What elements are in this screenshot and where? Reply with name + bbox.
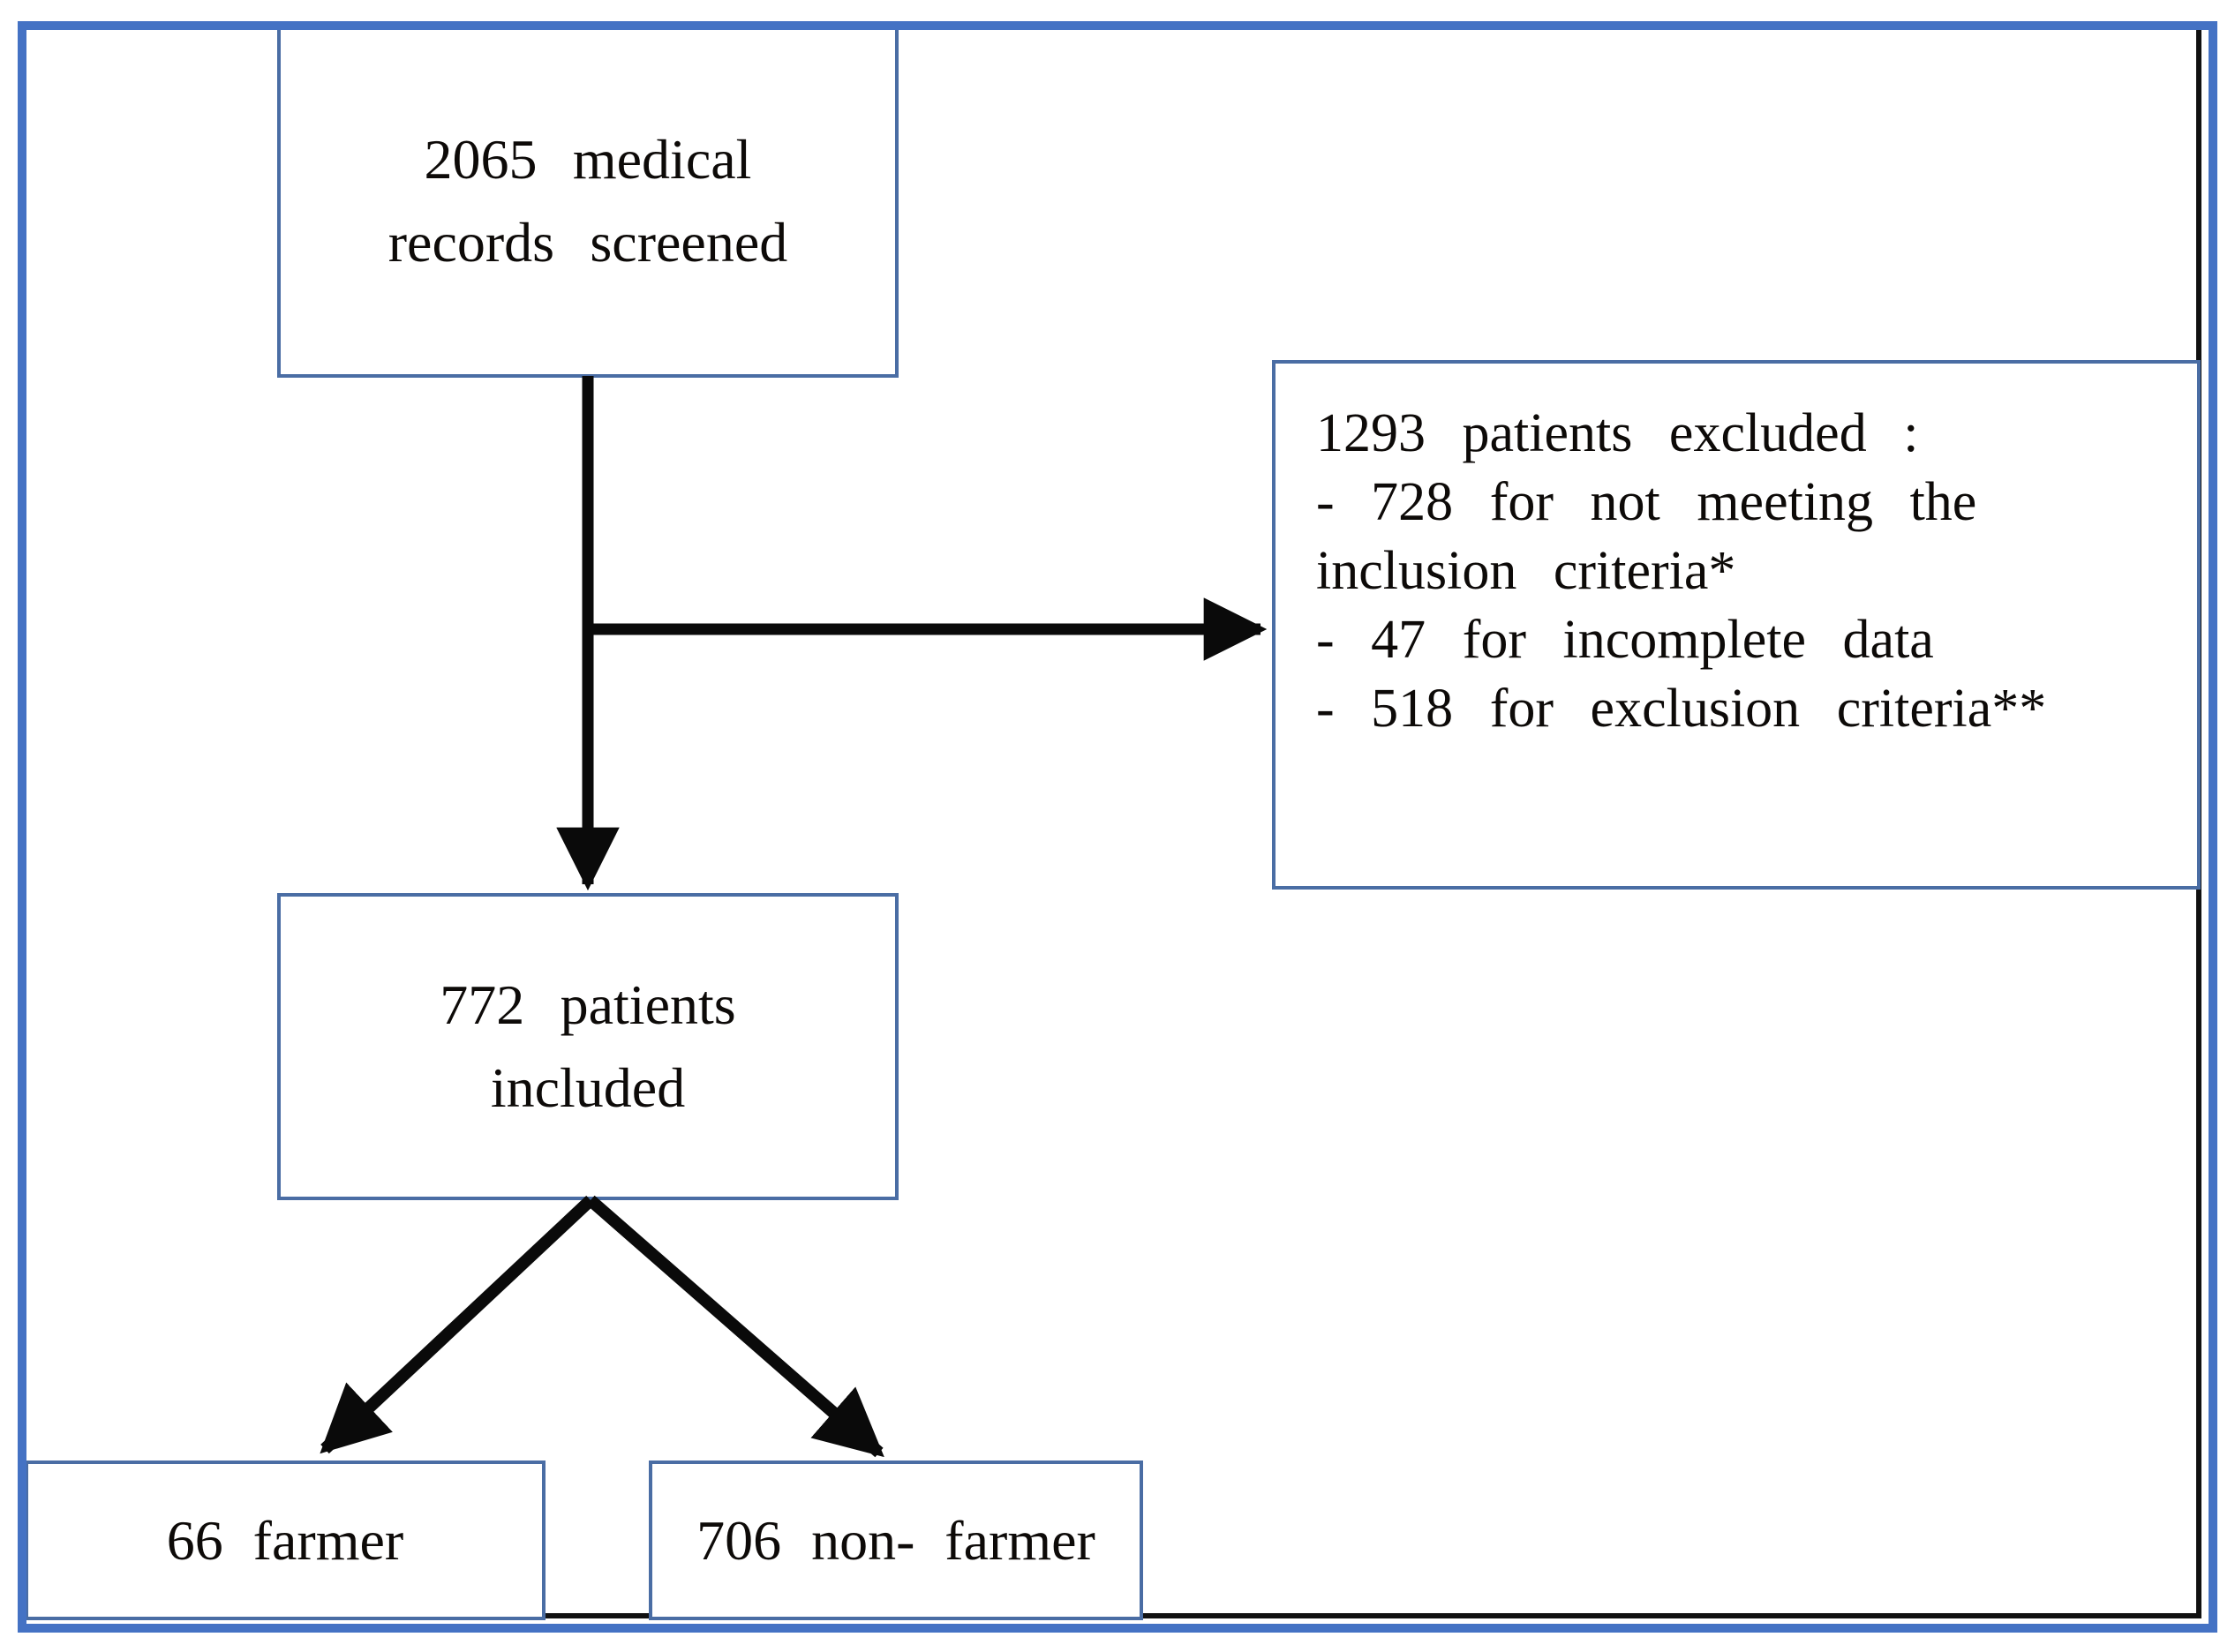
node-patients-excluded: 1293 patients excluded : - 728 for not m…	[1272, 360, 2201, 890]
node-records-screened-line1: 2065 medical	[424, 128, 752, 191]
arrow-included-to-farmer	[320, 1195, 595, 1454]
node-records-screened: 2065 medical records screened	[277, 25, 899, 378]
node-records-screened-line2: records screened	[388, 211, 788, 274]
node-farmer: 66 farmer	[25, 1461, 546, 1620]
node-farmer-label: 66 farmer	[166, 1508, 404, 1572]
node-patients-included: 772 patients included	[277, 893, 899, 1200]
excluded-line-inclusion-1: - 728 for not meeting the	[1316, 472, 1977, 532]
excluded-line-incomplete: - 47 for incomplete data	[1316, 610, 1934, 670]
node-non-farmer-label: 706 non- farmer	[696, 1508, 1095, 1572]
node-non-farmer: 706 non- farmer	[649, 1461, 1143, 1620]
node-patients-included-line1: 772 patients	[440, 973, 736, 1036]
excluded-line-inclusion-2: inclusion criteria*	[1316, 541, 1736, 601]
excluded-line-exclusion: - 518 for exclusion criteria**	[1316, 679, 2047, 739]
node-patients-included-line2: included	[490, 1056, 686, 1119]
arrow-included-to-nonfarmer	[586, 1195, 884, 1458]
excluded-line-total: 1293 patients excluded :	[1316, 403, 1919, 463]
